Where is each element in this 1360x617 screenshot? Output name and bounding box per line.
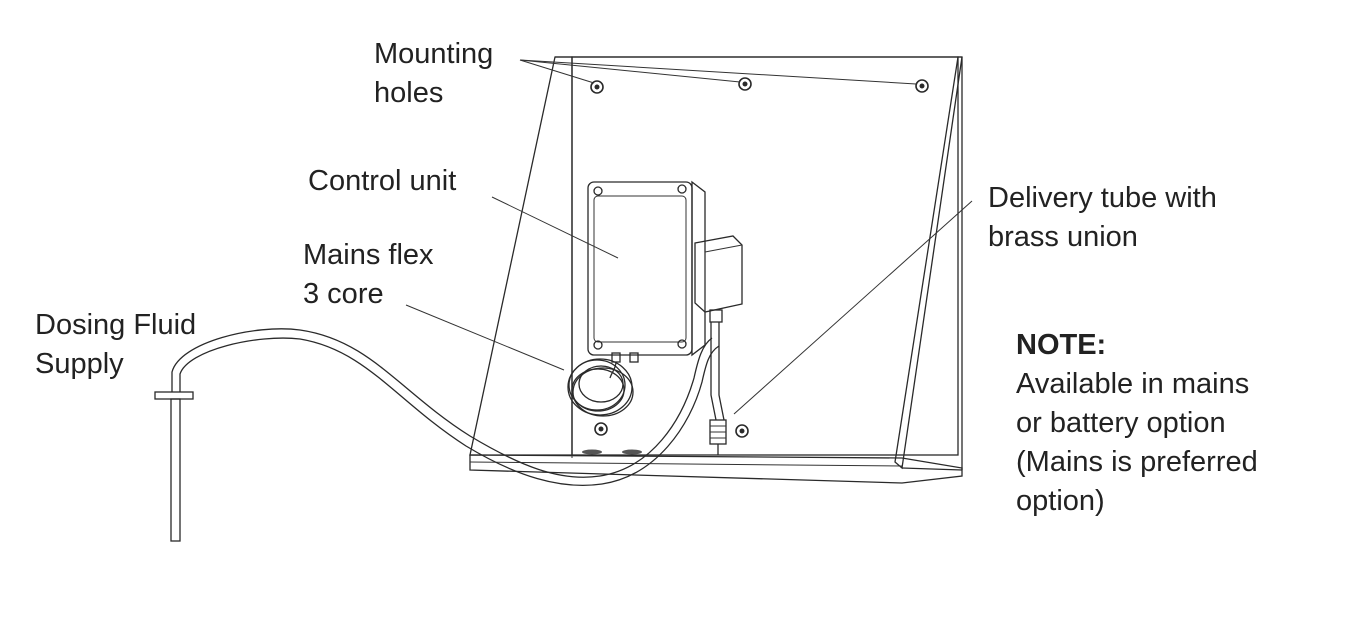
mains-flex-coil bbox=[567, 358, 634, 417]
control-unit-box bbox=[587, 180, 706, 363]
note-line: or battery option bbox=[1016, 407, 1226, 439]
supply-probe bbox=[154, 391, 194, 542]
note-block: NOTE: Available in mains or battery opti… bbox=[1016, 326, 1258, 521]
supply-hose bbox=[171, 328, 720, 487]
mounting-hole-top-center bbox=[738, 77, 752, 91]
note-line: Available in mains bbox=[1016, 368, 1250, 400]
label-mounting-holes: Mounting holes bbox=[374, 38, 494, 109]
label-mains-flex: Mains flex 3 core bbox=[303, 239, 434, 310]
label-dosing-fluid-supply: Dosing Fluid Supply bbox=[35, 309, 197, 380]
label-delivery-tube: Delivery tube with brass union bbox=[988, 182, 1217, 253]
cabinet-housing bbox=[469, 56, 963, 484]
delivery-tube bbox=[709, 322, 727, 455]
leader-lines bbox=[405, 59, 973, 415]
note-line: option) bbox=[1016, 485, 1105, 517]
mounting-hole-top-right bbox=[915, 79, 929, 93]
note-line: (Mains is preferred bbox=[1016, 446, 1258, 478]
mounting-hole-bottom-right bbox=[735, 424, 749, 438]
mounting-hole-bottom-left bbox=[594, 422, 608, 436]
mounting-hole-top-left bbox=[590, 80, 604, 94]
pump-module bbox=[694, 235, 743, 323]
note-title: NOTE: bbox=[1016, 329, 1107, 361]
label-control-unit: Control unit bbox=[308, 165, 457, 197]
